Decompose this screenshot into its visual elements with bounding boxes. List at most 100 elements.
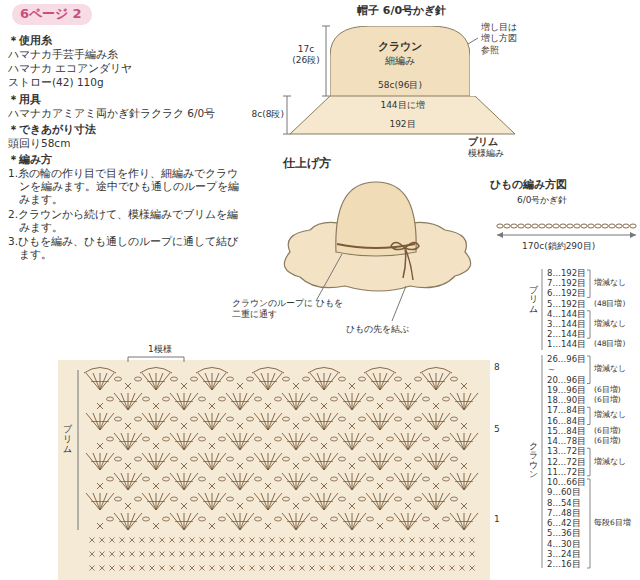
stitch-bar bbox=[406, 521, 410, 522]
treble-stitch bbox=[296, 473, 310, 490]
treble-stitch bbox=[100, 413, 114, 430]
stitch-bar bbox=[238, 401, 242, 402]
scallop-edge bbox=[140, 368, 172, 374]
chain-stitch bbox=[395, 417, 402, 421]
single-crochet bbox=[97, 443, 103, 449]
stitch-bar bbox=[147, 381, 151, 382]
chain-stitch bbox=[387, 437, 394, 441]
single-crochet bbox=[370, 552, 375, 557]
single-crochet bbox=[240, 552, 245, 557]
stitch-bar bbox=[431, 501, 435, 502]
treble-stitch bbox=[198, 413, 212, 430]
chain-stitch bbox=[135, 497, 142, 501]
single-crochet bbox=[181, 383, 187, 389]
chain-stitch bbox=[135, 377, 142, 381]
row-bracket bbox=[587, 407, 590, 424]
single-crochet bbox=[450, 552, 455, 557]
callout-note: クラウンのループに ひもを二重に通す bbox=[232, 298, 344, 321]
stitch-bar bbox=[399, 401, 403, 402]
stitch-chart bbox=[58, 360, 490, 580]
single-crochet bbox=[410, 566, 415, 571]
single-crochet bbox=[330, 538, 335, 543]
stitch-bar bbox=[469, 401, 473, 402]
chain-stitch bbox=[107, 477, 114, 481]
stitch-bar bbox=[382, 501, 386, 502]
single-crochet bbox=[293, 423, 299, 429]
stitch-bar bbox=[329, 461, 333, 462]
table-note: (6目増) bbox=[594, 385, 621, 394]
single-crochet bbox=[390, 566, 395, 571]
stitch-bar bbox=[182, 521, 186, 522]
treble-stitch bbox=[184, 393, 198, 410]
single-crochet bbox=[321, 443, 327, 449]
single-crochet bbox=[461, 383, 467, 389]
treble-stitch bbox=[422, 453, 436, 470]
table-note: 毎段6目増 bbox=[594, 518, 631, 527]
single-crochet bbox=[280, 552, 285, 557]
stitch-bar bbox=[399, 441, 403, 442]
single-crochet bbox=[410, 552, 415, 557]
chain-stitch bbox=[423, 477, 430, 481]
chain-stitch bbox=[107, 517, 114, 521]
single-crochet bbox=[461, 423, 467, 429]
stitch-bar bbox=[123, 441, 127, 442]
row-number: 5 bbox=[494, 424, 500, 435]
leader-line bbox=[316, 254, 342, 301]
stitch-bar bbox=[406, 441, 410, 442]
note-text: ハマナカアミアミ両かぎ針ラクラク 6/0号 bbox=[8, 107, 236, 120]
single-crochet bbox=[350, 566, 355, 571]
chain-stitch bbox=[191, 417, 198, 421]
dimension-label: 8c(8段) bbox=[240, 109, 284, 120]
stitch-bar bbox=[179, 521, 183, 522]
single-crochet bbox=[440, 538, 445, 543]
stitch-bar bbox=[235, 481, 239, 482]
stitch-bar bbox=[245, 481, 249, 482]
table-note: (6目増) bbox=[594, 426, 621, 435]
treble-stitch bbox=[422, 373, 436, 390]
single-crochet bbox=[180, 566, 185, 571]
chain-stitch bbox=[199, 437, 206, 441]
stitch-bar bbox=[231, 401, 235, 402]
single-crochet bbox=[460, 552, 465, 557]
stitch-bar bbox=[315, 381, 319, 382]
part-label: ブリム bbox=[63, 425, 72, 455]
stitch-bar bbox=[217, 501, 221, 502]
table-cell: 5…36目 bbox=[547, 528, 581, 539]
chain-stitch bbox=[339, 417, 346, 421]
table-cell: 19…96目 bbox=[547, 385, 586, 396]
treble-stitch bbox=[310, 373, 324, 390]
single-crochet bbox=[220, 552, 225, 557]
table-cell: 16…84目 bbox=[547, 416, 586, 427]
hat-crown bbox=[336, 182, 416, 256]
chain-stitch bbox=[227, 457, 234, 461]
stitch-bar bbox=[354, 481, 358, 482]
header-badge bbox=[12, 4, 92, 25]
stitch-bar bbox=[301, 401, 305, 402]
stitch-bar bbox=[263, 501, 267, 502]
stitch-bar bbox=[455, 401, 459, 402]
treble-stitch bbox=[128, 393, 142, 410]
stitch-bar bbox=[455, 521, 459, 522]
chain-stitch bbox=[311, 477, 318, 481]
treble-stitch bbox=[226, 513, 240, 530]
table-note: 増減なし bbox=[594, 410, 626, 419]
table-cell: 10…66目 bbox=[547, 477, 586, 488]
stitch-bar bbox=[189, 481, 193, 482]
single-crochet bbox=[230, 552, 235, 557]
stitch-bar bbox=[263, 381, 267, 382]
treble-stitch bbox=[198, 493, 212, 510]
stitch-bar bbox=[130, 481, 134, 482]
treble-stitch bbox=[198, 373, 212, 390]
row-bracket bbox=[587, 270, 590, 297]
single-crochet bbox=[440, 552, 445, 557]
stitch-bar bbox=[210, 501, 214, 502]
chain-stitch bbox=[191, 457, 198, 461]
table-cell: 15…84目 bbox=[547, 426, 586, 437]
stitch-bar bbox=[102, 501, 106, 502]
treble-stitch bbox=[114, 393, 128, 410]
stitch-bar bbox=[357, 521, 361, 522]
stitch-bar bbox=[266, 501, 270, 502]
treble-stitch bbox=[184, 433, 198, 450]
stitch-bar bbox=[466, 401, 470, 402]
stitch-bar bbox=[203, 501, 207, 502]
